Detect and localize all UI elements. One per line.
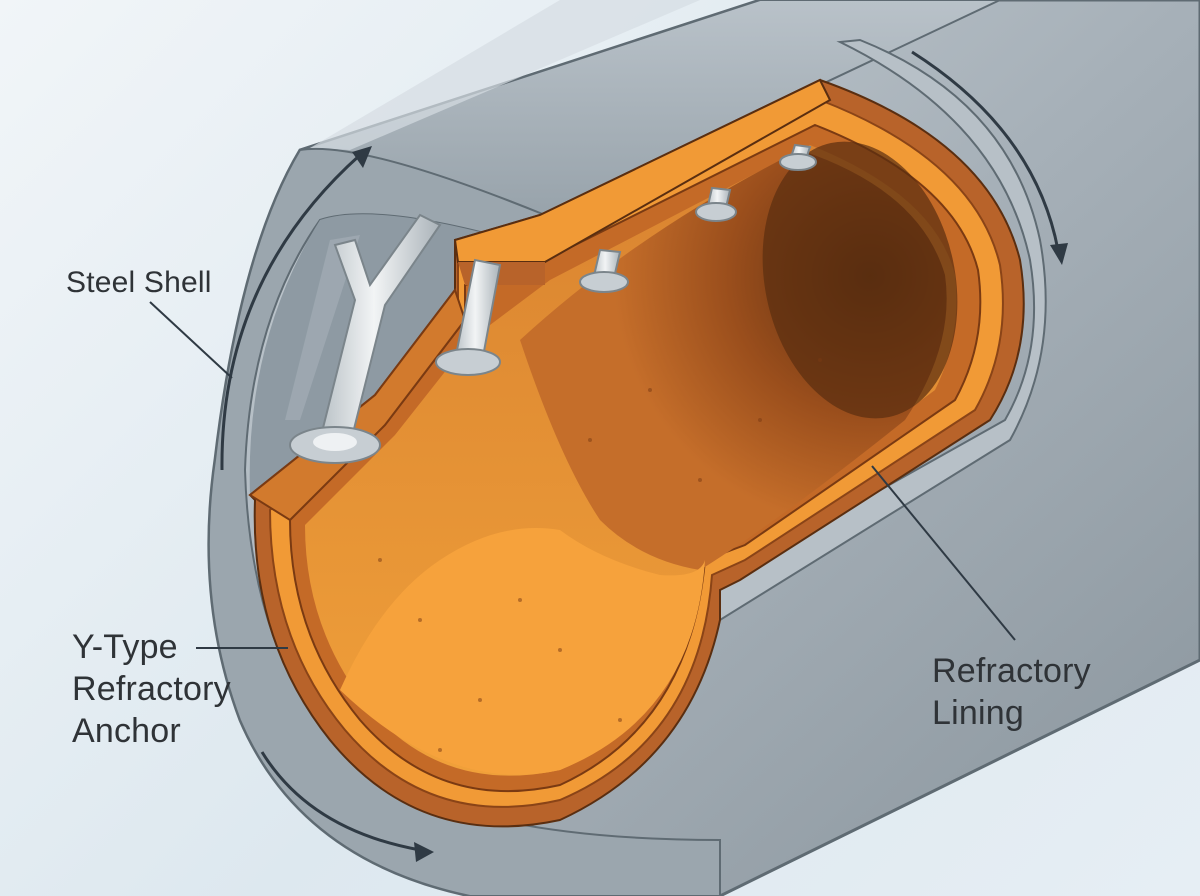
y-anchor-stud-2 <box>579 248 629 293</box>
y-anchor-stud-4 <box>779 143 817 171</box>
label-y-anchor-line-1: Y-Type <box>72 628 178 666</box>
label-y-type-anchor: Y-Type Refractory Anchor <box>72 626 231 752</box>
label-y-anchor-line-2: Refractory <box>72 670 231 708</box>
label-refractory-lining: Refractory Lining <box>932 650 1091 734</box>
leader-refractory-lining <box>871 465 1016 641</box>
arrowhead-top-right <box>1050 243 1068 265</box>
label-lining-line-1: Refractory <box>932 652 1091 690</box>
arrowhead-top-left <box>352 146 372 168</box>
arrowhead-bottom <box>414 842 434 862</box>
rotation-arrow-top-right <box>911 50 1060 251</box>
y-anchor-stud-3 <box>695 186 737 222</box>
rotation-arrow-bottom <box>260 751 421 852</box>
label-y-anchor-line-3: Anchor <box>72 712 181 750</box>
label-steel-shell-text: Steel Shell <box>66 266 212 299</box>
rotation-arrow-top-left <box>220 153 361 471</box>
leader-steel-shell <box>149 301 233 379</box>
y-anchor-stud-1 <box>435 258 502 376</box>
y-anchor-large <box>289 213 442 464</box>
refractory-floor <box>340 528 705 775</box>
steel-shell-highlight <box>310 0 700 150</box>
label-lining-line-2: Lining <box>932 694 1024 732</box>
label-steel-shell: Steel Shell <box>66 262 212 304</box>
